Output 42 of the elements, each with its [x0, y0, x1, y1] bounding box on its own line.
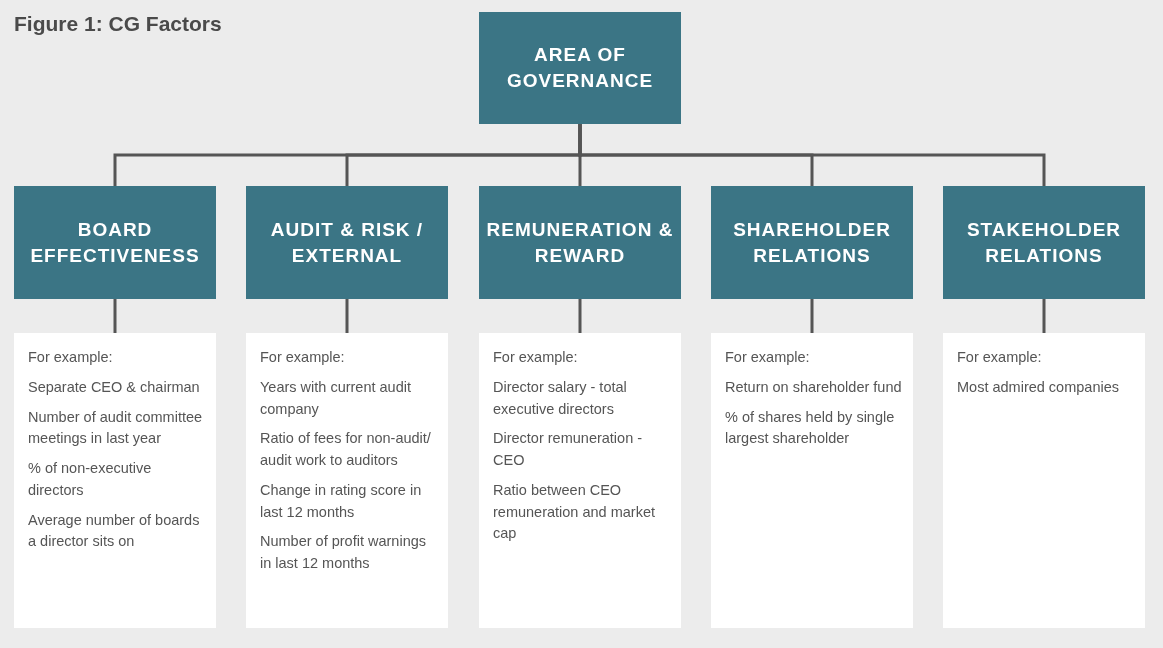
category-box: [479, 186, 681, 299]
category-box: [479, 12, 681, 124]
example-card: [14, 333, 216, 628]
example-item: % of shares held by single largest shareholder: [725, 407, 896, 449]
example-item: Ratio between CEO remuneration and market cap: [493, 480, 656, 544]
example-item: Return on shareholder fund: [725, 377, 903, 397]
connector-line: [113, 299, 117, 333]
category-box: [14, 186, 216, 299]
category-heading: SHAREHOLDER RELATIONS: [732, 217, 892, 268]
connector-line: [1042, 299, 1046, 333]
category-box: [711, 186, 913, 299]
example-item: Years with current audit company: [260, 377, 412, 419]
example-item: Change in rating score in last 12 months: [260, 480, 423, 522]
example-card: [711, 333, 913, 628]
category-heading: STAKEHOLDER RELATIONS: [965, 217, 1123, 268]
example-card: [246, 333, 448, 628]
example-heading: For example:: [28, 348, 114, 367]
example-item: Number of profit warnings in last 12 months: [260, 532, 427, 573]
example-item: Most admired companies: [957, 377, 1120, 397]
example-item: % of non-executive directors: [28, 459, 153, 500]
example-item: Average number of boards a director sits on: [28, 510, 201, 552]
category-heading: BOARD EFFECTIVENESS: [29, 217, 201, 268]
example-card: [479, 333, 681, 628]
example-item: Separate CEO & chairman: [28, 377, 201, 397]
category-box: [246, 186, 448, 299]
category-heading: REMUNERATION & REWARD: [485, 217, 675, 268]
example-heading: For example:: [260, 348, 346, 367]
connector-line: [810, 299, 814, 333]
example-item: Director salary - total executive directors: [493, 377, 628, 419]
figure-title: Figure 1: CG Factors: [14, 12, 222, 36]
example-heading: For example:: [725, 348, 811, 367]
example-heading: For example:: [957, 348, 1043, 367]
example-heading: For example:: [493, 348, 579, 367]
example-card: [943, 333, 1145, 628]
example-item: Director remuneration - CEO: [493, 429, 644, 470]
category-box: [943, 186, 1145, 299]
connector-line: [578, 299, 582, 333]
connector-line: [345, 299, 349, 333]
example-item: Ratio of fees for non-audit/ audit work to auditors: [260, 429, 432, 470]
example-item: Number of audit committee meetings in last year: [28, 407, 204, 449]
category-heading: AUDIT & RISK / EXTERNAL: [269, 217, 425, 268]
category-heading: AREA OF GOVERNANCE: [505, 43, 655, 93]
